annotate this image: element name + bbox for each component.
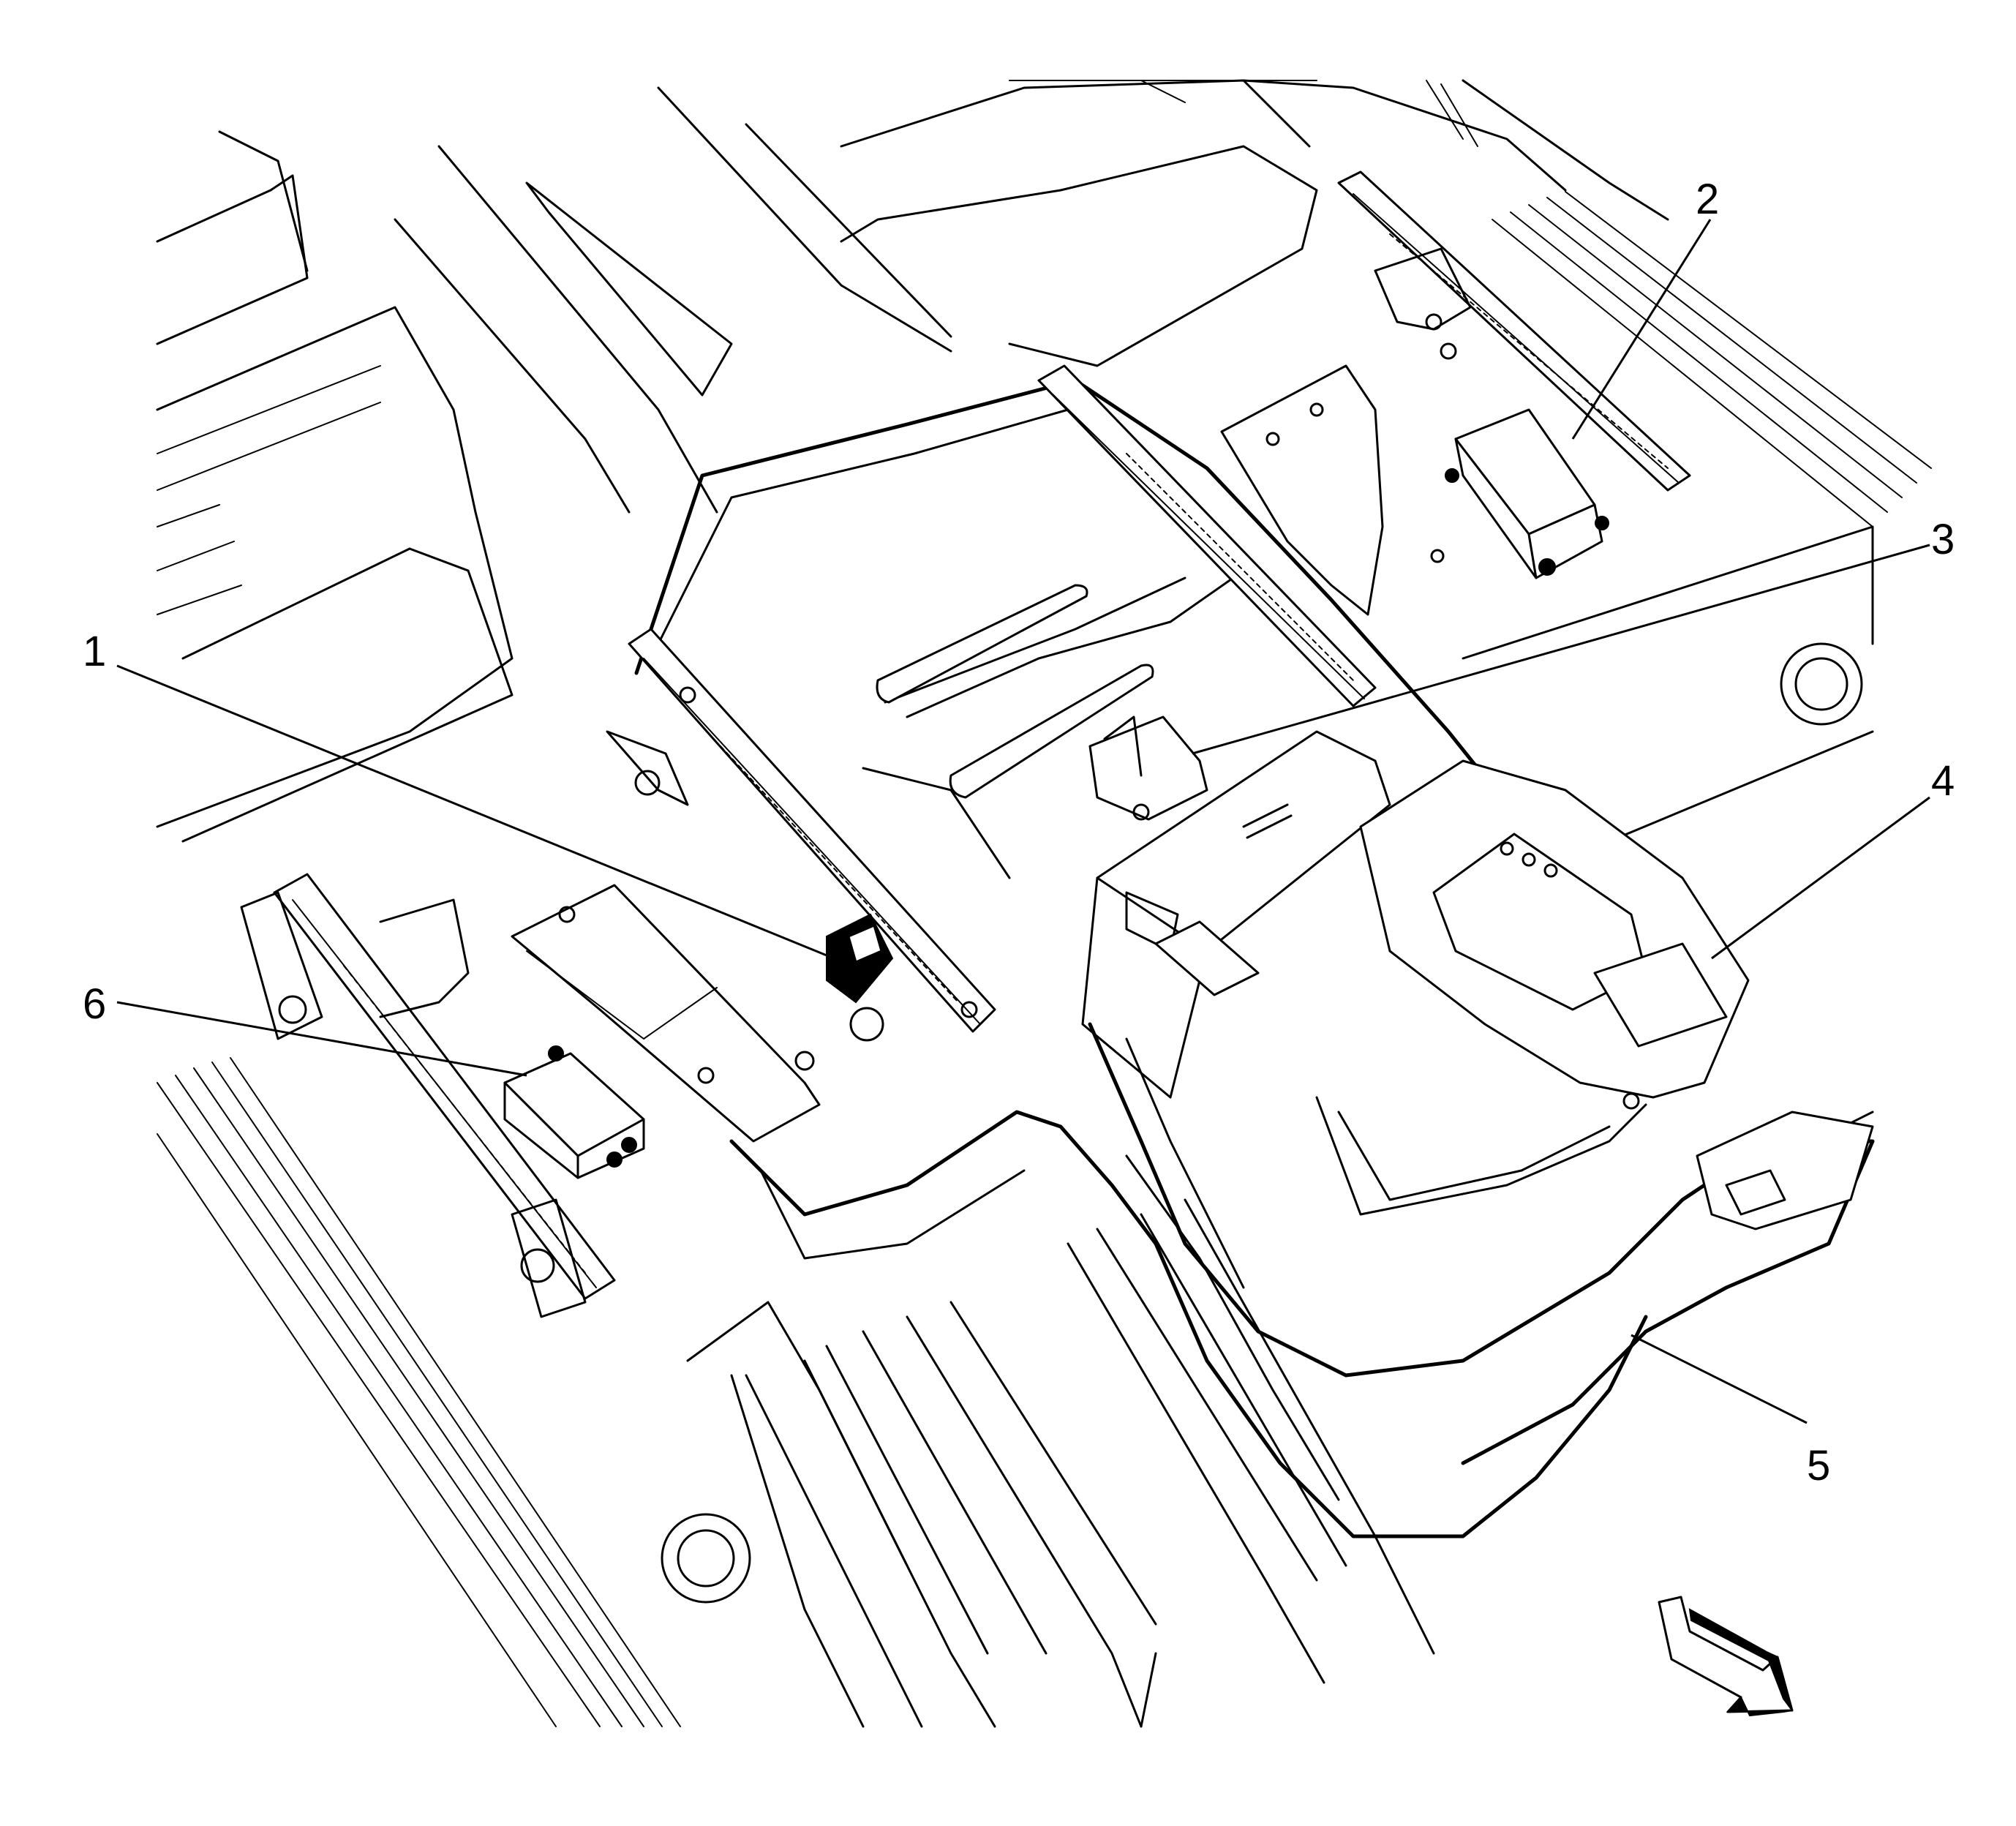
- forward-direction-arrow-icon: [1658, 1596, 1794, 1717]
- console-tray: [1088, 1022, 1875, 1465]
- left-seat-track: [606, 628, 996, 1033]
- callout-2: 2: [1571, 176, 1719, 440]
- callout-6: 6: [83, 980, 527, 1077]
- upper-sensor-module: [1088, 715, 1208, 821]
- lower-left-seat-track: [240, 873, 616, 1318]
- floor-drain-plug-right: [1780, 642, 1863, 726]
- callout-2-label: 2: [1696, 176, 1719, 223]
- callout-6-label: 6: [83, 980, 106, 1028]
- callout-6-leader: [116, 1001, 527, 1077]
- callout-3-label: 3: [1931, 516, 1955, 563]
- callout-5-label: 5: [1807, 1442, 1830, 1489]
- callout-3-leader: [1192, 544, 1930, 755]
- rear-console-housing: [1359, 759, 1750, 1099]
- floor-drain-plug-left: [661, 1513, 751, 1604]
- left-rocker-sill: [157, 1057, 681, 1727]
- callout-4: 4: [1711, 757, 1955, 960]
- callout-4-label: 4: [1931, 757, 1955, 805]
- right-wedge-panel: [1220, 364, 1445, 616]
- upper-right-seat-track: [1037, 170, 1691, 707]
- callout-1-leader: [116, 664, 835, 960]
- callout-3: 3: [1192, 516, 1955, 755]
- callout-1: 1: [83, 628, 835, 960]
- callout-1-label: 1: [83, 628, 106, 675]
- center-sensor-module: [826, 913, 894, 1042]
- left-floor-panel: [511, 884, 821, 1143]
- floor-pan-outline: [156, 79, 1932, 1728]
- center-tunnel: [634, 378, 1648, 1538]
- center-console-box: [1081, 730, 1391, 1099]
- callout-5: 5: [1631, 1334, 1830, 1489]
- callout-4-leader: [1711, 796, 1930, 960]
- callout-5-leader: [1631, 1334, 1808, 1424]
- right-rocker-sill: [1492, 191, 1932, 527]
- callout-2-leader: [1571, 219, 1712, 440]
- left-side-module-body: [503, 1045, 645, 1179]
- right-side-module-body: [1445, 408, 1609, 579]
